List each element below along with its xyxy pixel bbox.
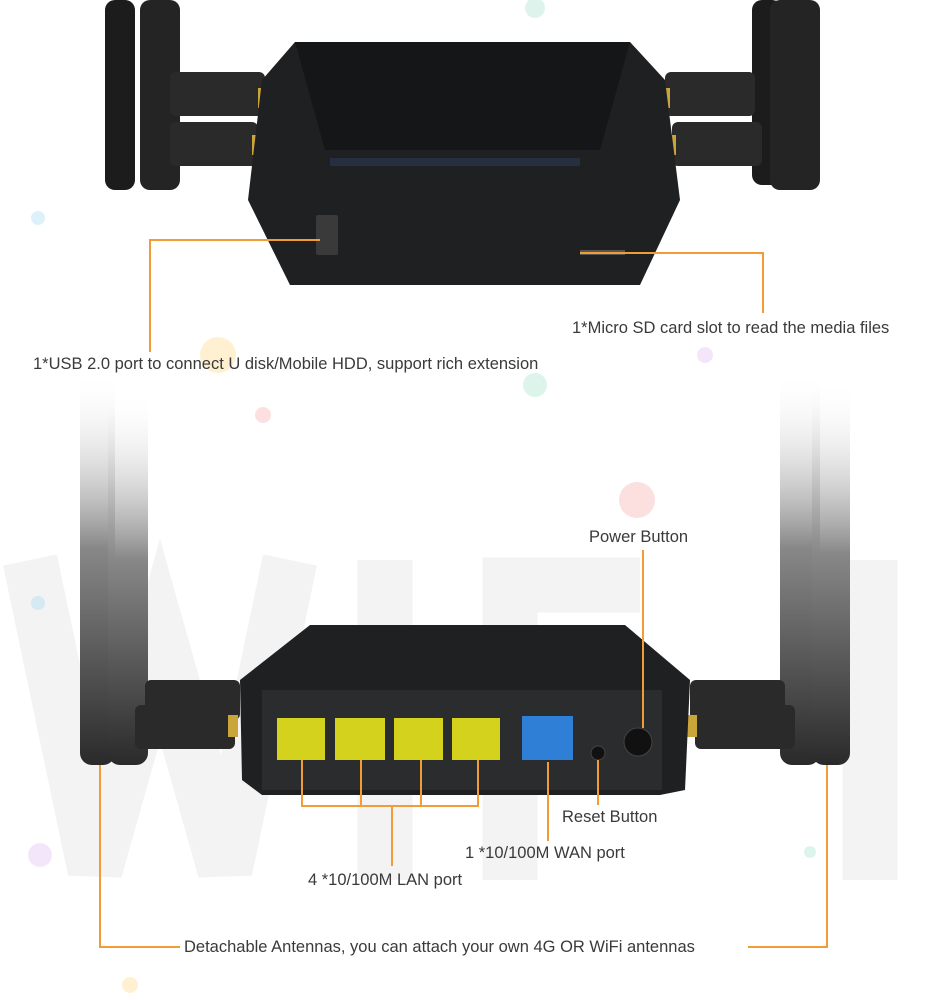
usb-callout-line <box>149 239 320 352</box>
power-button-label: Power Button <box>589 528 689 546</box>
sd-callout-line <box>580 252 764 313</box>
usb-port-label: 1*USB 2.0 port to connect U disk/Mobile … <box>33 355 539 373</box>
wan-port-label: 1 *10/100M WAN port <box>465 844 625 862</box>
lan-port-label: 4 *10/100M LAN port <box>308 871 463 889</box>
decorative-bubbles <box>28 0 816 993</box>
antenna-callout-left <box>99 765 180 948</box>
lan-callout-line <box>301 760 479 807</box>
callout-lines <box>99 239 828 948</box>
router-top-view <box>105 0 820 285</box>
antenna-callout-right <box>748 765 828 948</box>
reset-button-label: Reset Button <box>562 808 658 826</box>
antenna-label: Detachable Antennas, you can attach your… <box>184 938 695 956</box>
router-rear-view <box>80 370 850 795</box>
sd-slot-label: 1*Micro SD card slot to read the media f… <box>572 319 890 337</box>
